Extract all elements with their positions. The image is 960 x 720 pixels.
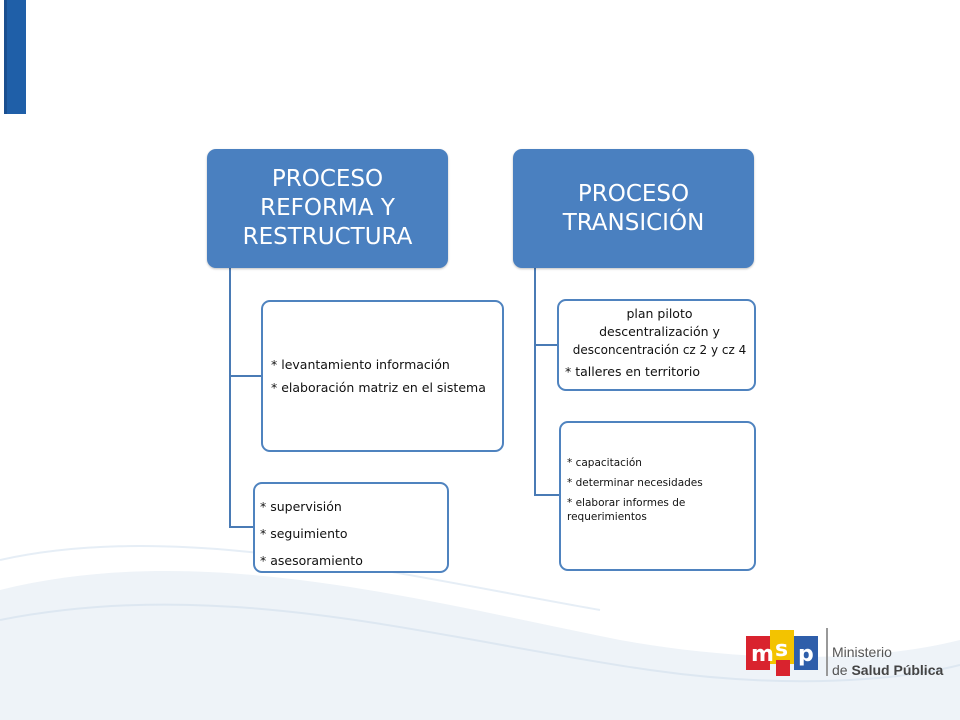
box-levantamiento-line-2: * elaboración matriz en el sistema — [271, 380, 486, 395]
ministerio-salud-publica-logo: m s p Ministerio de Salud Pública — [746, 622, 946, 682]
svg-text:s: s — [775, 637, 788, 662]
box-capacitacion-line-4: requerimientos — [567, 511, 647, 523]
box-supervision-line-1: * supervisión — [260, 499, 342, 514]
right-connector-branch-1 — [534, 344, 559, 346]
logo-text-salud-publica: de Salud Pública — [832, 662, 943, 678]
right-connector-vertical — [534, 268, 536, 495]
header-proceso-transicion: PROCESO TRANSICIÓN — [513, 149, 754, 268]
right-connector-branch-2 — [534, 494, 560, 496]
box-plan-piloto: plan piloto descentralización y desconce… — [557, 299, 756, 391]
box-levantamiento-line-1: * levantamiento información — [271, 357, 450, 372]
box-capacitacion-line-1: * capacitación — [567, 457, 642, 469]
box-plan-piloto-line-3: desconcentración cz 2 y cz 4 — [572, 343, 747, 357]
box-plan-piloto-line-1: plan piloto — [626, 306, 693, 321]
logo-text-de: de — [832, 662, 852, 678]
box-plan-piloto-line-2: descentralización y — [599, 324, 720, 339]
accent-bar — [4, 0, 26, 114]
box-levantamiento: * levantamiento información * elaboració… — [261, 300, 504, 452]
box-supervision-line-3: * asesoramiento — [260, 553, 363, 568]
svg-text:p: p — [798, 642, 814, 667]
svg-text:m: m — [751, 642, 774, 667]
box-capacitacion-line-3: * elaborar informes de — [567, 497, 686, 509]
logo-text-salud-publica-bold: Salud Pública — [851, 662, 944, 678]
left-connector-branch-2 — [229, 526, 254, 528]
header-proceso-reforma: PROCESO REFORMA Y RESTRUCTURA — [207, 149, 448, 268]
header-proceso-transicion-text: PROCESO TRANSICIÓN — [562, 180, 705, 236]
msp-logo-icon: m s p — [746, 630, 818, 676]
box-supervision-line-2: * seguimiento — [260, 526, 348, 541]
left-connector-vertical — [229, 268, 231, 528]
box-capacitacion: * capacitación * determinar necesidades … — [559, 421, 756, 571]
box-supervision: * supervisión * seguimiento * asesoramie… — [253, 482, 449, 573]
logo-text-ministerio: Ministerio — [832, 644, 892, 660]
box-plan-piloto-line-4: * talleres en territorio — [565, 364, 700, 379]
box-capacitacion-line-2: * determinar necesidades — [567, 477, 703, 489]
logo-separator — [826, 628, 828, 676]
header-proceso-reforma-text: PROCESO REFORMA Y RESTRUCTURA — [242, 166, 413, 250]
left-connector-branch-1 — [229, 375, 262, 377]
